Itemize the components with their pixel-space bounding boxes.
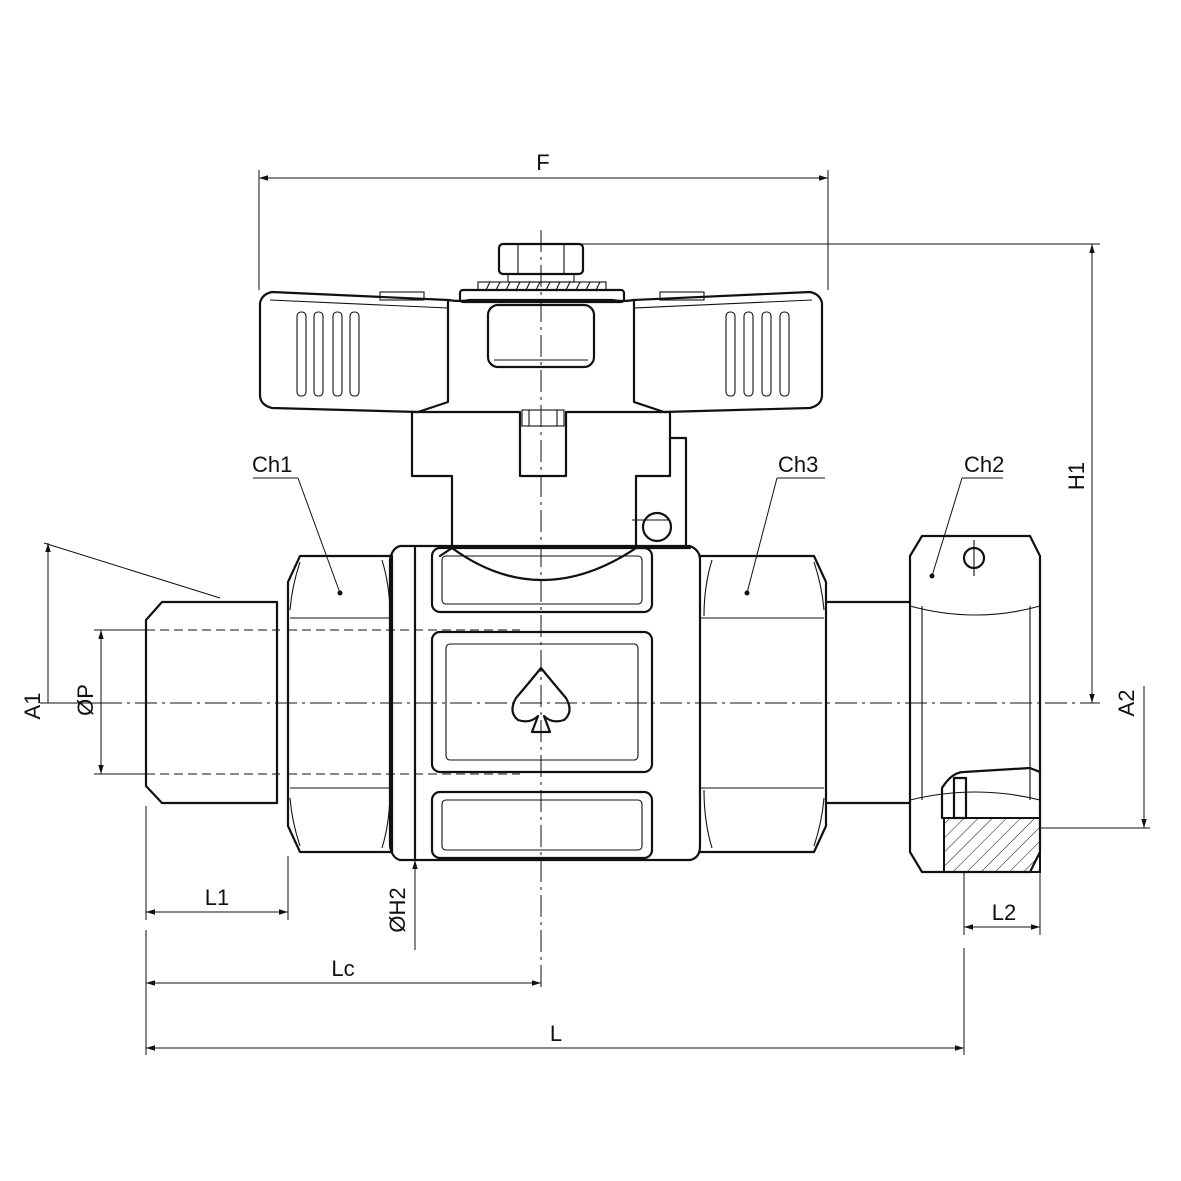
lever-handle xyxy=(258,290,824,414)
dimension-H1: H1 xyxy=(580,243,1100,703)
dimension-A2: A2 xyxy=(1040,686,1150,829)
dimension-H2: ØH2 xyxy=(385,860,418,950)
label-Ch1: Ch1 xyxy=(252,452,292,477)
label-L2: L2 xyxy=(992,900,1016,925)
union-pipe xyxy=(824,600,912,805)
label-H2: ØH2 xyxy=(385,887,410,932)
dimension-L2: L2 xyxy=(963,872,1041,935)
label-Ch3: Ch3 xyxy=(778,452,818,477)
leader-Ch2: Ch2 xyxy=(929,452,1004,579)
union-nut-ch2 xyxy=(908,534,1042,874)
leader-Ch1: Ch1 xyxy=(252,452,343,596)
label-F: F xyxy=(536,150,549,175)
leader-Ch3: Ch3 xyxy=(744,452,825,596)
label-L: L xyxy=(550,1021,562,1046)
label-Lc: Lc xyxy=(331,956,354,981)
male-thread-end xyxy=(144,600,280,805)
dimension-L: L xyxy=(146,948,965,1055)
stem-housing xyxy=(410,409,692,558)
dimension-F: F xyxy=(258,150,829,290)
hex-ch3 xyxy=(698,554,828,854)
label-A2: A2 xyxy=(1114,690,1139,717)
centerlines xyxy=(100,230,1100,990)
label-Ch2: Ch2 xyxy=(964,452,1004,477)
hex-ch1 xyxy=(286,554,520,854)
valve-body xyxy=(388,544,702,862)
dimension-Lc: Lc xyxy=(145,930,541,1055)
label-L1: L1 xyxy=(205,885,229,910)
dimension-L1: L1 xyxy=(145,806,289,920)
stem-nut xyxy=(458,242,626,304)
dimension-P: ØP xyxy=(73,629,146,775)
label-A1: A1 xyxy=(20,693,45,720)
label-H1: H1 xyxy=(1064,462,1089,490)
label-P: ØP xyxy=(73,684,98,716)
spade-logo xyxy=(511,666,571,734)
dimension-A1: A1 xyxy=(20,542,221,720)
